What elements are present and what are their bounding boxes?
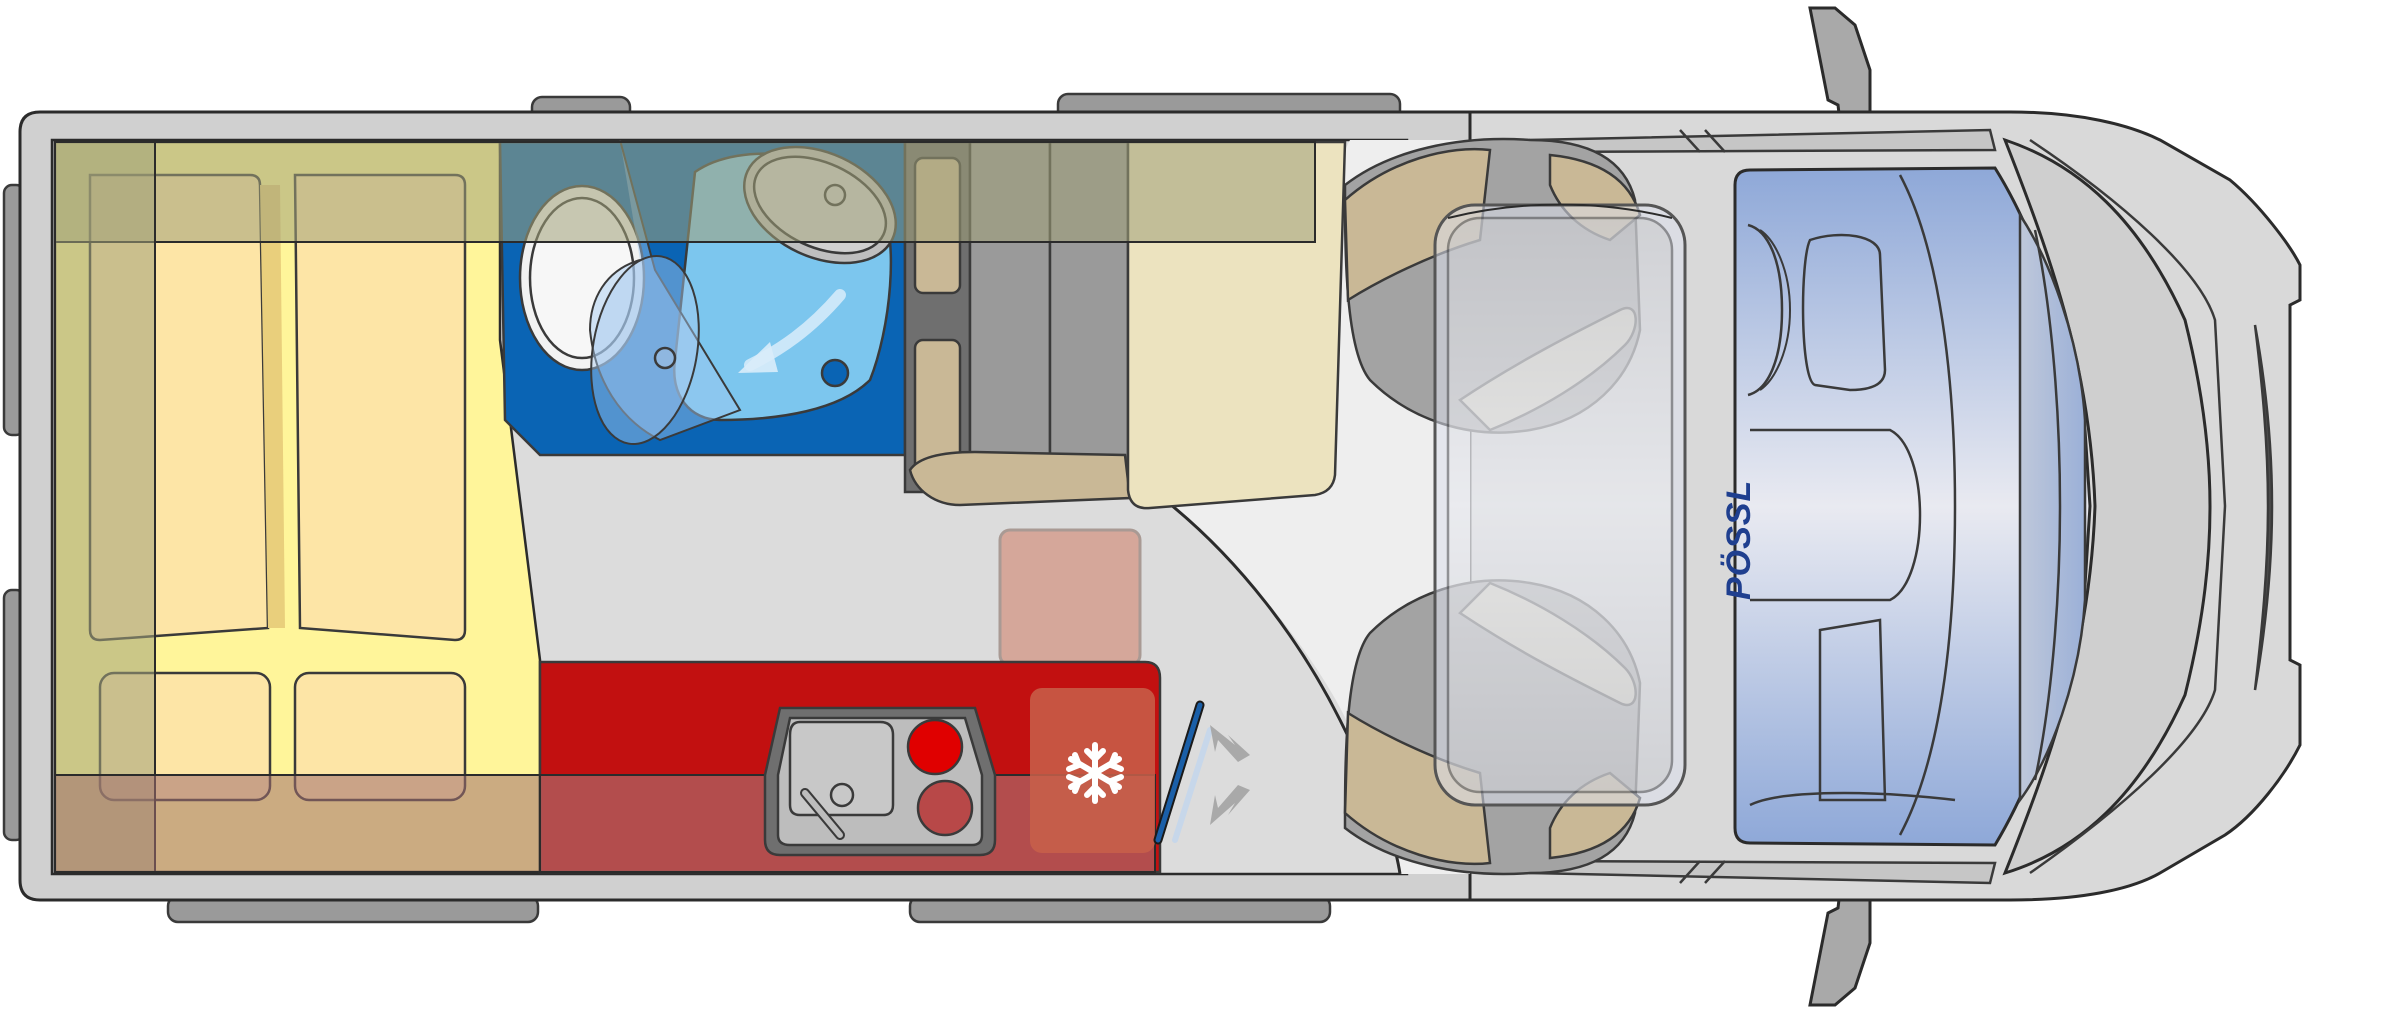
sliding-door	[1153, 700, 1250, 845]
brand-logo-text: PÖSSL	[1720, 480, 1758, 600]
steering-wheel	[1747, 223, 1792, 397]
dash-lines	[1898, 174, 2062, 836]
cab-skylight	[1433, 203, 1687, 807]
cab-seat-passenger-outline	[1749, 428, 1956, 807]
side-mirror-top	[1808, 6, 1872, 124]
dinette-table	[998, 528, 1142, 667]
stove-burner-front	[906, 718, 964, 776]
brand-logo: PÖSSL	[1720, 480, 1758, 600]
mattress-right	[293, 173, 467, 642]
snowflake-icon	[1066, 742, 1124, 804]
kitchen-counter	[538, 660, 1162, 874]
kitchen-sink	[788, 720, 895, 817]
cab-seat-driver-outline	[1801, 233, 1887, 392]
cab-body	[1468, 110, 2302, 902]
drain-icon	[820, 358, 850, 388]
arrow-icon	[1210, 725, 1250, 825]
stove-burner-back	[916, 779, 974, 837]
side-mirror-bottom	[1808, 889, 1872, 1007]
